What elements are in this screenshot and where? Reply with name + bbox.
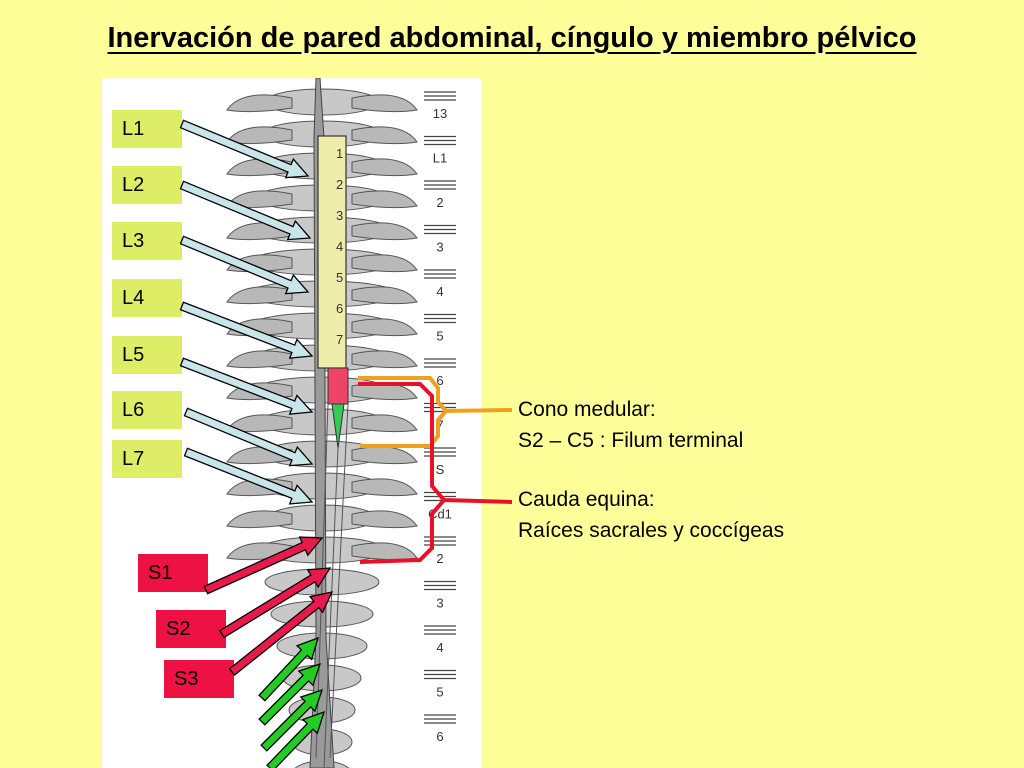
transverse-process [226,190,293,209]
transverse-process [226,126,293,145]
cauda-detail: Raíces sacrales y coccígeas [518,519,785,542]
transverse-process [351,318,418,337]
label-l2: L2 [112,166,182,204]
transverse-process [226,382,293,401]
label-l4: L4 [112,279,182,317]
cord-segment-number: 3 [336,208,343,223]
scale-label: S [436,462,445,477]
transverse-process [226,286,293,305]
page-title: Inervación de pared abdominal, cíngulo y… [107,22,917,54]
lumbar-cord-segment [317,135,347,369]
scale-label: 7 [436,418,443,433]
transverse-process [351,478,418,497]
label-l1: L1 [112,110,182,148]
transverse-process [226,222,293,241]
cord-segment-number: 2 [336,177,343,192]
label-s3: S3 [164,660,234,698]
cord-segment-number: 1 [336,146,343,161]
label-s1: S1 [138,554,208,592]
label-l3: L3 [112,222,182,260]
scale-label: 4 [436,640,443,655]
scale-label: 13 [433,106,447,121]
scale-label: 5 [436,329,443,344]
transverse-process [351,254,418,273]
scale-label: Cd1 [428,507,452,522]
transverse-process [226,414,293,433]
transverse-process [351,382,418,401]
transverse-process [226,542,293,561]
cord-segment-number: 5 [336,270,343,285]
scale-label: 3 [436,596,443,611]
cord-segment-number: 6 [336,301,343,316]
cono-medular-annotation: Cono medular: S2 – C5 : Filum terminal [518,394,743,456]
scale-label: 2 [436,551,443,566]
transverse-process [226,318,293,337]
scale-label: L1 [433,151,447,166]
label-l7: L7 [112,440,182,478]
label-l5: L5 [112,336,182,374]
cord-segment-number: 4 [336,239,343,254]
cono-title: Cono medular: [518,398,656,421]
cauda-title: Cauda equina: [518,488,655,511]
cauda-equina-annotation: Cauda equina: Raíces sacrales y coccígea… [518,484,784,546]
scale-label: 6 [436,729,443,744]
transverse-process [351,510,418,529]
transverse-process [226,94,293,113]
transverse-process [226,478,293,497]
transverse-process [226,254,293,273]
scale-label: 6 [436,373,443,388]
cord-segment-number: 7 [336,332,343,347]
transverse-process [226,446,293,465]
transverse-process [351,94,418,113]
sacral-cord-segment [327,367,349,405]
transverse-process [351,126,418,145]
label-s2: S2 [156,610,226,648]
transverse-process [226,158,293,177]
label-l6: L6 [112,391,182,429]
scale-label: 4 [436,284,443,299]
transverse-process [351,286,418,305]
cono-detail: S2 – C5 : Filum terminal [518,429,744,452]
transverse-process [351,350,418,369]
transverse-process [226,350,293,369]
transverse-process [351,158,418,177]
scale-label: 3 [436,240,443,255]
transverse-process [226,510,293,529]
conus-medullaris [331,403,345,449]
scale-label: 5 [436,685,443,700]
transverse-process [351,222,418,241]
scale-label: 2 [436,195,443,210]
transverse-process [351,446,418,465]
transverse-process [351,190,418,209]
transverse-process [351,414,418,433]
transverse-process [351,542,418,561]
